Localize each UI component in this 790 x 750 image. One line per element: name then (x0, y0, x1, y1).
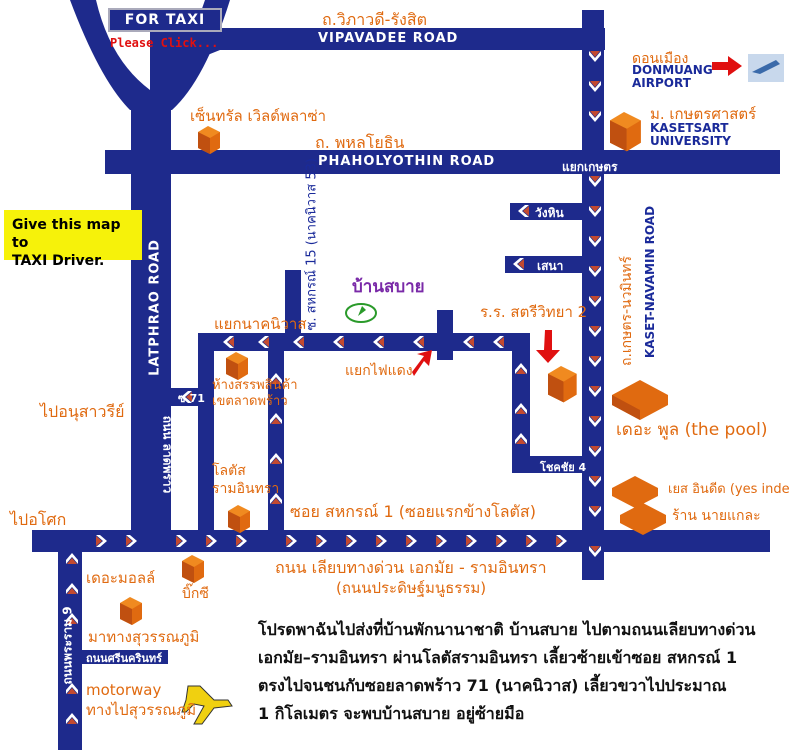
directions-line-3: ตรงไปจนชนกับซอยลาดพร้าว 71 (นาคนิวาส) เล… (258, 676, 727, 695)
airport-plane-icon (748, 54, 784, 82)
central-plaza-label: เซ็นทรัล เวิลด์พลาซ่า (190, 107, 327, 125)
soi-15-label: ซ. สหกรณ์ 15 (นาคนิวาส 53) (304, 158, 320, 331)
to-asok-label: ไปอโศก (10, 510, 67, 529)
kasetsart-thai-label: ม. เกษตรศาสตร์ (650, 105, 757, 123)
to-anusawari-label: ไปอนุสาวรีย์ (40, 402, 125, 421)
donmuang-airport-label: DONMUANG AIRPORT (632, 64, 713, 90)
kasetsart-university-label: KASETSART UNIVERSITY (650, 122, 731, 148)
lotus-line1: โลตัส (212, 463, 246, 479)
motorway-line1: motorway (86, 681, 162, 699)
donmuang-line2: AIRPORT (632, 76, 691, 90)
phaholyothin-thai-label: ถ. พหลโยธิน (315, 133, 405, 152)
senna-label: เสนา (537, 259, 564, 273)
latphrao-thai-label: ถนน ลาดพร้าว (160, 415, 175, 494)
landmark-buildings (120, 111, 668, 625)
kaset-navamin-road-label: KASET-NAVAMIN ROAD (643, 205, 657, 359)
kasetsart-line1: KASETSART (650, 121, 729, 135)
directions-text: โปรดพาฉันไปส่งที่บ้านพักนานาชาติ บ้านสบา… (258, 616, 755, 728)
lotus-label: โลตัส รามอินทรา (212, 462, 279, 498)
latphrao-road-label: LATPHRAO ROAD (147, 239, 163, 376)
donmuang-thai-label: ดอนเมือง (632, 51, 689, 67)
vipavadee-road-label: VIPAVADEE ROAD (318, 31, 459, 46)
school-label: ร.ร. สตรีวิทยา 2 (480, 303, 588, 321)
ran-nai-kale-label: ร้าน นายแกละ (672, 508, 761, 524)
lotus-line2: รามอินทรา (212, 481, 280, 497)
sinakharin-road-label: ถนนศรีนครินทร์ (86, 652, 163, 665)
note-line1: Give this map to (12, 217, 121, 251)
latphrao-mall-line1: ห้างสรรพสินค้า (212, 378, 298, 393)
expressway-alt-label: (ถนนประดิษฐ์มนูธรรม) (336, 579, 487, 597)
traffic-light-label: แยกไฟแดง (345, 363, 413, 379)
taxi-driver-note: Give this map to TAXI Driver. (4, 210, 142, 269)
latphrao-mall-line2: เขตลาดพร้าว (212, 394, 288, 409)
donmuang-line1: DONMUANG (632, 63, 713, 77)
directions-line-4: 1 กิโลเมตร จะพบบ้านสบาย อยู่ซ้ายมือ (258, 704, 525, 723)
vipavadee-thai-label: ถ.วิภาวดี-รังสิต (322, 10, 427, 29)
kaset-navamin-thai-label: ถ.เกษตร-นวมินทร์ (619, 255, 635, 367)
latphrao-mall-label: ห้างสรรพสินค้า เขตลาดพร้าว (212, 378, 298, 410)
nakniwat-junction-label: แยกนาคนิวาส (214, 315, 307, 333)
ban-sabai-logo (345, 303, 377, 323)
soi-sahakorn1-label: ซอย สหกรณ์ 1 (ซอยแรกข้างโลตัส) (290, 502, 536, 521)
motorway-line2: ทางไปสุวรรณภูมิ (86, 701, 197, 719)
bigc-label: บิ๊กซี (182, 586, 209, 602)
yes-indeed-label: เยส อินดีด (yes indeed) (668, 482, 790, 497)
the-pool-label: เดอะ พูล (the pool) (616, 420, 768, 440)
expressway-label: ถนน เลียบทางด่วน เอกมัย - รามอินทรา (275, 558, 547, 577)
motorway-label: motorway ทางไปสุวรรณภูมิ (86, 680, 196, 720)
rama9-road-label: ถนนพระราม 9 (60, 606, 75, 685)
phaholyothin-road-label: PHAHOLYOTHIN ROAD (318, 154, 496, 169)
suvarnabhumi-label: มาทางสุวรรณภูมิ (88, 628, 200, 646)
wanghin-label: วังหิน (535, 206, 564, 220)
directions-line-2: เอกมัย–รามอินทรา ผ่านโลตัสรามอินทรา เลี้… (258, 648, 738, 667)
kaset-junction-label: แยกเกษตร (562, 160, 618, 174)
ladprao-71-label: ซ.71 (178, 392, 205, 405)
the-mall-label: เดอะมอลล์ (86, 569, 156, 587)
ban-sabai-label: บ้านสบาย (352, 277, 425, 297)
for-taxi-button[interactable]: FOR TAXI (108, 8, 222, 32)
sodsai-4-label: โชคชัย 4 (540, 461, 587, 474)
please-click-link[interactable]: Please Click... (110, 36, 219, 50)
directions-line-1: โปรดพาฉันไปส่งที่บ้านพักนานาชาติ บ้านสบา… (258, 620, 756, 639)
kasetsart-line2: UNIVERSITY (650, 134, 731, 148)
red-arrows (412, 56, 742, 376)
note-line2: TAXI Driver. (12, 253, 105, 269)
yellow-plane-icon (181, 685, 233, 725)
